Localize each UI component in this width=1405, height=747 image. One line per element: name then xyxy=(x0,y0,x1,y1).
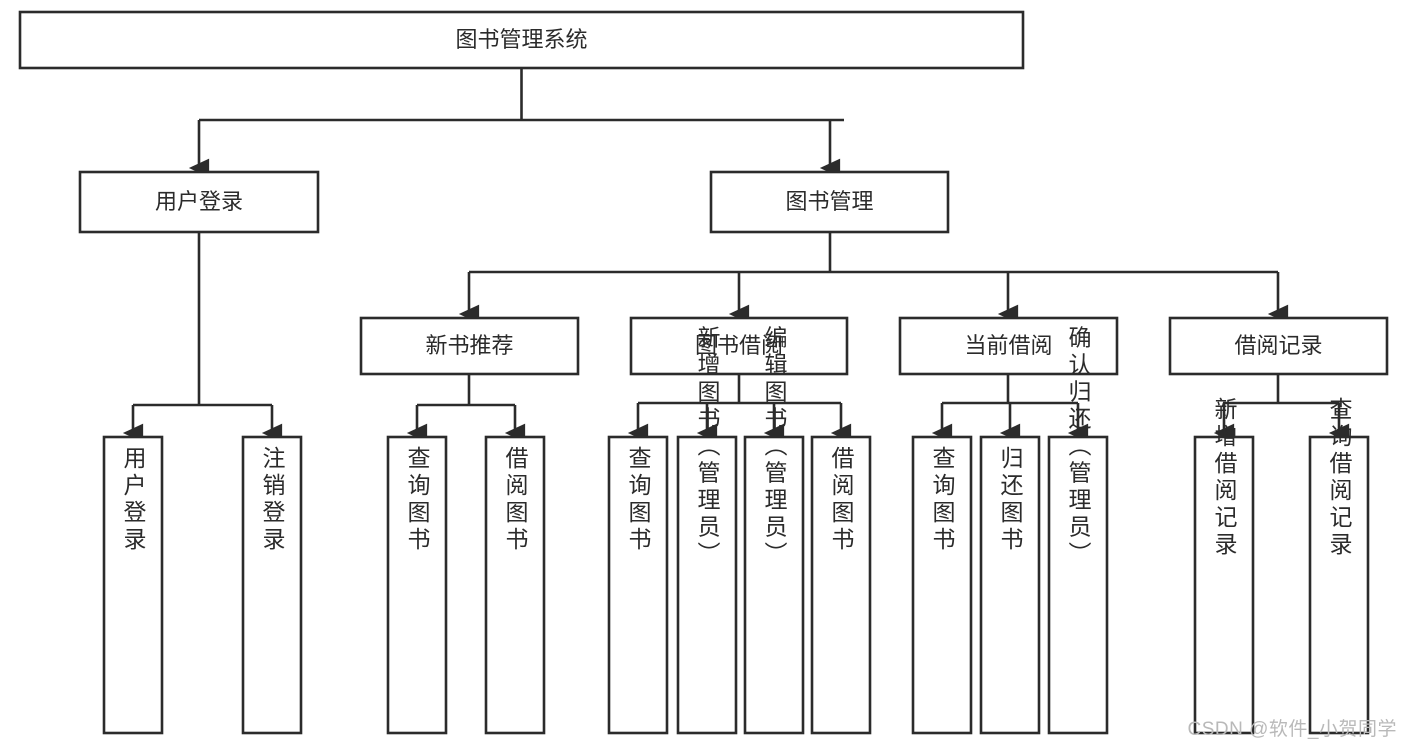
node-user-login[interactable]: 用户登录 xyxy=(78,170,320,234)
node-leaf-query-book-borrow-label: 查询图书 xyxy=(625,446,652,554)
node-leaf-add-record-label: 新增借阅记录 xyxy=(1211,397,1238,559)
node-root-label: 图书管理系统 xyxy=(455,27,587,52)
node-leaf-borrow-book[interactable]: 借阅图书 xyxy=(810,435,872,735)
node-borrow-record-box[interactable] xyxy=(1168,316,1389,376)
node-leaf-query-book-rec-label: 查询图书 xyxy=(404,446,431,554)
node-book-borrow-box[interactable] xyxy=(629,316,849,376)
node-leaf-logout-box[interactable] xyxy=(241,435,303,735)
node-leaf-edit-book-label: 编辑图书（管理员） xyxy=(761,326,788,569)
node-leaf-confirm-return[interactable]: 确认归还（管理员） xyxy=(1047,326,1109,735)
node-leaf-query-book-borrow[interactable]: 查询图书 xyxy=(607,435,669,735)
node-leaf-query-book-borrow-box[interactable] xyxy=(607,435,669,735)
node-leaf-query-book-rec[interactable]: 查询图书 xyxy=(386,435,448,735)
node-leaf-query-book-rec-box[interactable] xyxy=(386,435,448,735)
node-book-borrow-label: 图书借阅 xyxy=(695,333,783,358)
node-leaf-borrow-book-rec-box[interactable] xyxy=(484,435,546,735)
node-current-borrow-box[interactable] xyxy=(898,316,1119,376)
node-leaf-confirm-return-box[interactable] xyxy=(1047,435,1109,735)
node-leaf-logout-label: 注销登录 xyxy=(259,446,286,554)
node-leaf-return-book-box[interactable] xyxy=(979,435,1041,735)
node-root[interactable]: 图书管理系统 xyxy=(18,10,1025,70)
connector-group-book-borrow-to-leaves xyxy=(627,374,852,443)
node-borrow-record[interactable]: 借阅记录 xyxy=(1168,316,1389,376)
node-leaf-query-record-label: 查询借阅记录 xyxy=(1326,397,1353,559)
node-leaf-confirm-return-label: 确认归还（管理员） xyxy=(1065,326,1092,569)
node-current-borrow[interactable]: 当前借阅 xyxy=(898,316,1119,376)
connector-group-book-manage-to-level3 xyxy=(458,232,1289,324)
node-leaf-add-book[interactable]: 新增图书（管理员） xyxy=(676,326,738,735)
node-leaf-query-book-cur-label: 查询图书 xyxy=(929,446,956,554)
node-book-manage[interactable]: 图书管理 xyxy=(709,170,950,234)
connector-group-new-book-recommend-to-leaves xyxy=(406,374,526,443)
node-user-login-box[interactable] xyxy=(78,170,320,234)
node-leaf-return-book[interactable]: 归还图书 xyxy=(979,435,1041,735)
node-book-borrow[interactable]: 图书借阅 xyxy=(629,316,849,376)
node-leaf-return-book-label: 归还图书 xyxy=(997,446,1024,554)
node-leaf-user-login-box[interactable] xyxy=(102,435,164,735)
connector-group-user-login-to-leaves xyxy=(122,232,283,443)
node-leaf-add-record-box[interactable] xyxy=(1193,435,1255,735)
node-leaf-borrow-book-label: 借阅图书 xyxy=(828,446,855,554)
node-user-login-label: 用户登录 xyxy=(155,189,243,214)
connector-group-root-to-level2 xyxy=(188,68,844,178)
node-leaf-user-login[interactable]: 用户登录 xyxy=(102,435,164,735)
node-new-book-recommend-label: 新书推荐 xyxy=(425,333,513,358)
node-leaf-query-record[interactable]: 查询借阅记录 xyxy=(1308,397,1370,735)
node-leaf-logout[interactable]: 注销登录 xyxy=(241,435,303,735)
node-book-manage-label: 图书管理 xyxy=(785,189,873,214)
node-current-borrow-label: 当前借阅 xyxy=(964,333,1052,358)
connector-group-current-borrow-to-leaves xyxy=(931,374,1089,443)
node-root-box[interactable] xyxy=(18,10,1025,70)
node-leaf-query-record-box[interactable] xyxy=(1308,435,1370,735)
node-leaf-borrow-book-rec[interactable]: 借阅图书 xyxy=(484,435,546,735)
node-leaf-borrow-book-rec-label: 借阅图书 xyxy=(502,446,529,554)
node-leaf-query-book-cur-box[interactable] xyxy=(911,435,973,735)
node-leaf-edit-book[interactable]: 编辑图书（管理员） xyxy=(743,326,805,735)
node-leaf-user-login-label: 用户登录 xyxy=(120,446,147,554)
node-new-book-recommend-box[interactable] xyxy=(359,316,580,376)
node-leaf-add-record[interactable]: 新增借阅记录 xyxy=(1193,397,1255,735)
node-leaf-add-book-box[interactable] xyxy=(676,435,738,735)
node-leaf-add-book-label: 新增图书（管理员） xyxy=(694,326,721,569)
node-leaf-edit-book-box[interactable] xyxy=(743,435,805,735)
connector-group-borrow-record-to-leaves xyxy=(1213,374,1350,443)
node-borrow-record-label: 借阅记录 xyxy=(1234,333,1322,358)
node-leaf-borrow-book-box[interactable] xyxy=(810,435,872,735)
node-leaf-query-book-cur[interactable]: 查询图书 xyxy=(911,435,973,735)
node-new-book-recommend[interactable]: 新书推荐 xyxy=(359,316,580,376)
node-book-manage-box[interactable] xyxy=(709,170,950,234)
